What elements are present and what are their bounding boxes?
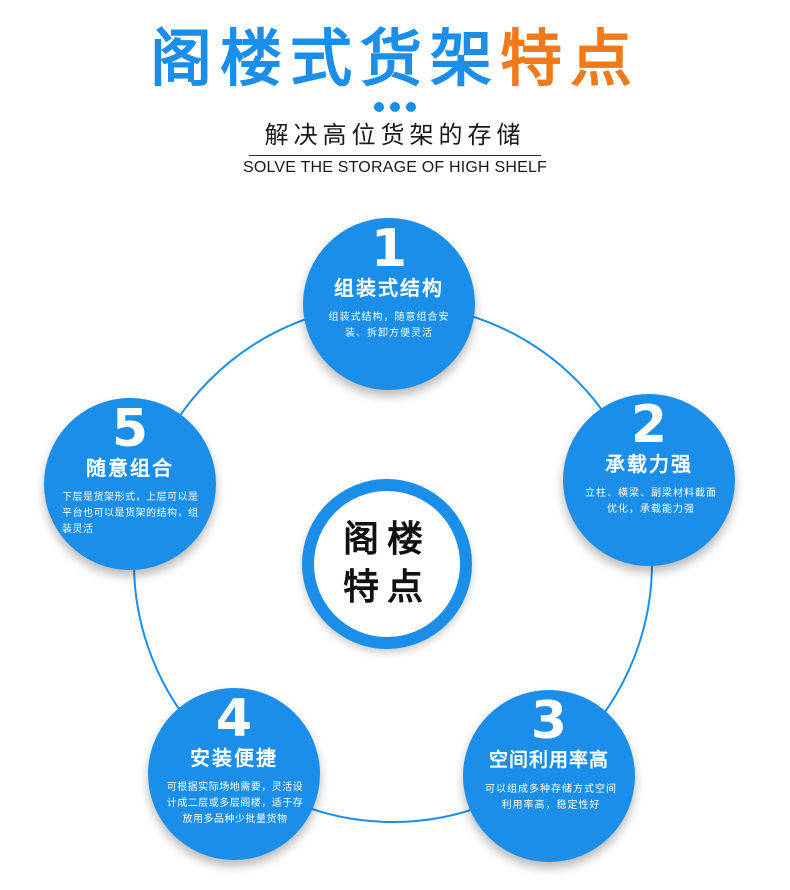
feature-desc: 可根据实际场地需要，灵活设计成二层或多层阁楼，适于存放用多品种少批量货物 [166, 782, 304, 825]
feature-node-2: 2 承载力强 立柱、横梁、副梁材料截面优化，承载能力强 [563, 394, 735, 566]
feature-number: 4 [215, 689, 253, 749]
feature-desc: 组装式结构，随意组合安装、拆卸方便灵活 [328, 312, 450, 339]
feature-name: 随意组合 [86, 456, 174, 480]
dot-icon [406, 102, 416, 112]
feature-number: 5 [111, 399, 149, 459]
feature-name: 空间利用率高 [488, 749, 609, 771]
feature-number: 3 [530, 691, 568, 751]
center-inner: 阁楼 特点 [314, 491, 460, 637]
dot-icon [390, 102, 400, 112]
feature-node-1: 1 组装式结构 组装式结构，随意组合安装、拆卸方便灵活 [303, 218, 475, 390]
feature-node-3: 3 空间利用率高 可以组成多种存储方式空间利用率高，稳定性好 [463, 690, 635, 862]
feature-name: 安装便捷 [190, 746, 278, 770]
page-title: 阁楼式货架特点 [0, 22, 790, 96]
title-blue-part: 阁楼式货架 [149, 22, 500, 95]
dot-icon [374, 102, 384, 112]
feature-desc: 可以组成多种存储方式空间利用率高，稳定性好 [485, 784, 617, 811]
feature-name: 承载力强 [605, 452, 693, 476]
title-orange-part: 特点 [500, 22, 641, 95]
subtitle-cn: 解决高位货架的存储 [264, 121, 526, 149]
feature-desc: 立柱、横梁、副梁材料截面优化，承载能力强 [585, 488, 717, 515]
center-text-line1: 阁楼 [342, 519, 431, 560]
center-text-line2: 特点 [342, 567, 431, 608]
subtitle-divider [249, 155, 541, 156]
center-circle: 阁楼 特点 [302, 479, 472, 649]
feature-node-4: 4 安装便捷 可根据实际场地需要，灵活设计成二层或多层阁楼，适于存放用多品种少批… [148, 688, 320, 860]
subtitle-en: SOLVE THE STORAGE OF HIGH SHELF [242, 159, 548, 176]
feature-number: 1 [370, 219, 408, 279]
feature-name: 组装式结构 [334, 276, 444, 300]
feature-number: 2 [630, 395, 668, 455]
feature-desc: 下层是货架形式，上层可以是平台也可以是货架的结构，组装灵活 [62, 492, 199, 535]
feature-node-5: 5 随意组合 下层是货架形式，上层可以是平台也可以是货架的结构，组装灵活 [44, 398, 216, 570]
decorative-dots [0, 102, 790, 112]
